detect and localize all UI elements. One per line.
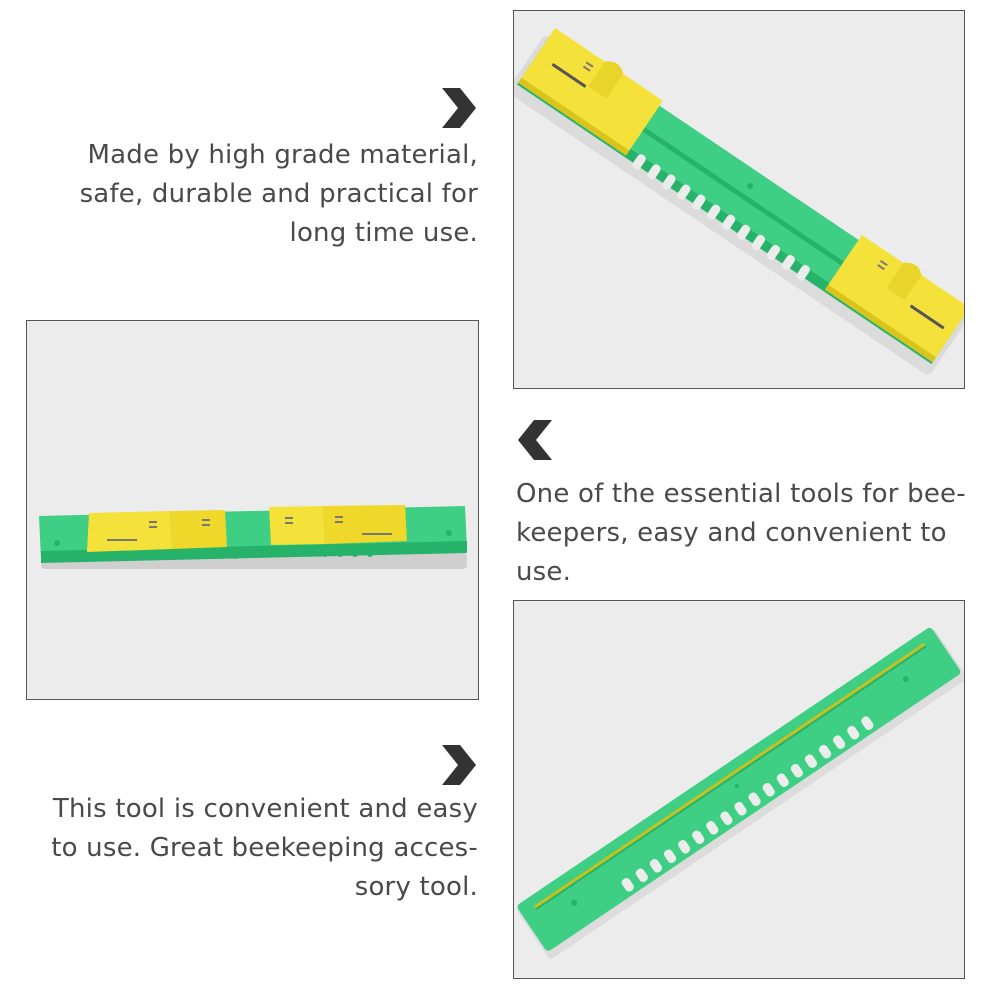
chevron-right-icon [442,88,476,128]
caption-material: Made by high grade material, safe, durab… [79,140,478,248]
product-photo-horizontal [26,320,479,700]
caption-convenient: This tool is convenient and easy to use.… [51,794,478,902]
chevron-left-icon [518,420,552,460]
tool-illustration [514,28,964,375]
product-photo-diagonal-plates [513,10,965,389]
caption-essential-tool: One of the essential tools for bee- keep… [516,479,966,587]
product-photo-diagonal-back [513,600,965,979]
tool-illustration [517,627,964,959]
chevron-right-icon [442,745,476,785]
tool-illustration [39,505,467,569]
